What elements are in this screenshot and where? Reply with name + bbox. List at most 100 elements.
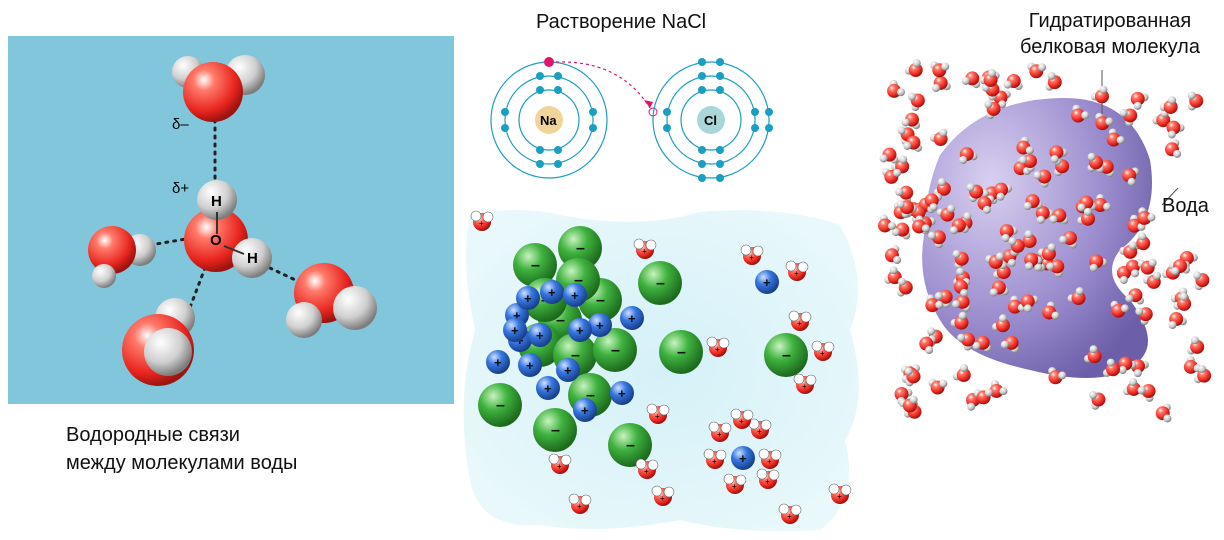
water-molecule — [929, 128, 948, 147]
water-molecule — [1168, 312, 1187, 329]
svg-text:–: – — [656, 275, 665, 292]
sodium-ions: ++++++++++++++++++ — [486, 270, 779, 470]
water-molecule — [1003, 74, 1023, 91]
svg-text:–: – — [556, 312, 565, 329]
water-dipoles: ++++++++++++++++++++++ — [470, 210, 852, 524]
water-molecule — [1095, 112, 1114, 131]
water-molecule-central — [184, 180, 272, 278]
water-molecule — [1008, 237, 1025, 257]
svg-text:+: + — [717, 430, 722, 439]
svg-text:+: + — [513, 308, 521, 323]
water-molecule — [957, 332, 975, 351]
sodium-ion: + — [486, 350, 510, 374]
water-molecule — [1142, 271, 1162, 289]
svg-text:–: – — [782, 347, 791, 364]
na-electrons — [501, 72, 597, 168]
svg-text:–: – — [576, 240, 585, 257]
water-molecule — [1020, 294, 1039, 313]
water-molecule — [1122, 167, 1140, 186]
cl-nucleus — [697, 106, 725, 134]
water-molecule — [1187, 336, 1205, 355]
water-molecule — [952, 250, 969, 269]
water-molecule — [1038, 243, 1056, 261]
sodium-ion: + — [540, 280, 564, 304]
chloride-ion: – — [593, 328, 637, 372]
sodium-ion: + — [620, 306, 644, 330]
svg-text:+: + — [618, 386, 626, 401]
water-dipole: + — [828, 483, 852, 504]
water-molecule — [1152, 109, 1171, 128]
svg-text:–: – — [596, 292, 605, 309]
water-molecule — [884, 245, 902, 264]
water-dipole: + — [748, 418, 772, 439]
svg-text:+: + — [494, 355, 502, 370]
water-molecule — [1087, 152, 1103, 172]
water-molecule — [1045, 71, 1062, 91]
water-molecule — [984, 100, 1001, 120]
chloride-ion: – — [558, 226, 602, 270]
svg-text:–: – — [574, 272, 583, 289]
svg-text:+: + — [596, 318, 604, 333]
water-molecule-bottom — [122, 298, 195, 386]
nacl-dissolution: –––––––––––––––– ++++++++++++++++++ ++++… — [463, 210, 859, 532]
sodium-ion: + — [516, 286, 540, 310]
svg-text:+: + — [794, 269, 799, 278]
water-molecule — [1171, 259, 1191, 276]
water-molecule — [878, 214, 896, 233]
water-molecule — [993, 261, 1011, 280]
nacl-electron-diagram: Na Cl — [490, 57, 773, 182]
water-molecule — [1137, 258, 1157, 275]
water-molecule — [961, 71, 981, 89]
water-molecule — [949, 218, 969, 235]
water-molecule — [1084, 345, 1102, 364]
water-dipole: + — [785, 260, 809, 281]
water-molecule — [904, 59, 923, 78]
svg-text:+: + — [797, 319, 802, 328]
water-molecule — [1119, 241, 1138, 259]
water-molecule — [992, 314, 1010, 333]
water-molecule-left — [88, 226, 156, 288]
water-molecule — [1077, 207, 1096, 226]
svg-text:+: + — [571, 288, 579, 303]
water-dipole: + — [633, 238, 657, 259]
water-molecule — [1118, 356, 1137, 375]
svg-text:+: + — [732, 482, 737, 491]
water-molecule — [1033, 169, 1052, 188]
sodium-ion: + — [556, 358, 580, 382]
water-molecule — [1119, 108, 1138, 127]
chloride-ion: – — [659, 330, 703, 374]
water-molecule — [919, 335, 936, 355]
water-dipole: + — [548, 453, 572, 474]
sodium-ion: + — [588, 313, 612, 337]
svg-text:+: + — [739, 451, 747, 466]
water-molecule — [953, 278, 971, 297]
svg-text:–: – — [571, 347, 580, 364]
water-molecule — [1000, 335, 1019, 353]
svg-text:+: + — [749, 253, 754, 262]
water-molecule — [1166, 120, 1185, 139]
water-molecule — [1059, 231, 1078, 249]
svg-text:+: + — [511, 323, 519, 338]
svg-text:+: + — [576, 323, 584, 338]
water-molecule — [896, 200, 915, 219]
svg-text:+: + — [712, 457, 717, 466]
water-molecule — [1071, 104, 1090, 123]
hbond-caption: Водородные связи между молекулами воды — [66, 421, 297, 477]
water-molecule — [931, 75, 951, 93]
delta-plus-label: δ+ — [172, 180, 189, 197]
water-dipole: + — [708, 421, 732, 442]
sodium-ion: + — [563, 283, 587, 307]
svg-text:+: + — [765, 477, 770, 486]
water-label: Вода — [1162, 195, 1209, 217]
electron-transfer-arrow — [555, 61, 651, 109]
water-dipole: + — [793, 373, 817, 394]
water-molecule — [966, 183, 984, 202]
atom-h-label-top: H — [211, 193, 222, 210]
svg-text:–: – — [626, 437, 635, 454]
water-molecule — [1102, 358, 1120, 377]
cl-electrons — [663, 58, 773, 182]
water-molecule — [928, 230, 946, 249]
water-molecule — [989, 280, 1009, 297]
chloride-ion: – — [513, 243, 557, 287]
